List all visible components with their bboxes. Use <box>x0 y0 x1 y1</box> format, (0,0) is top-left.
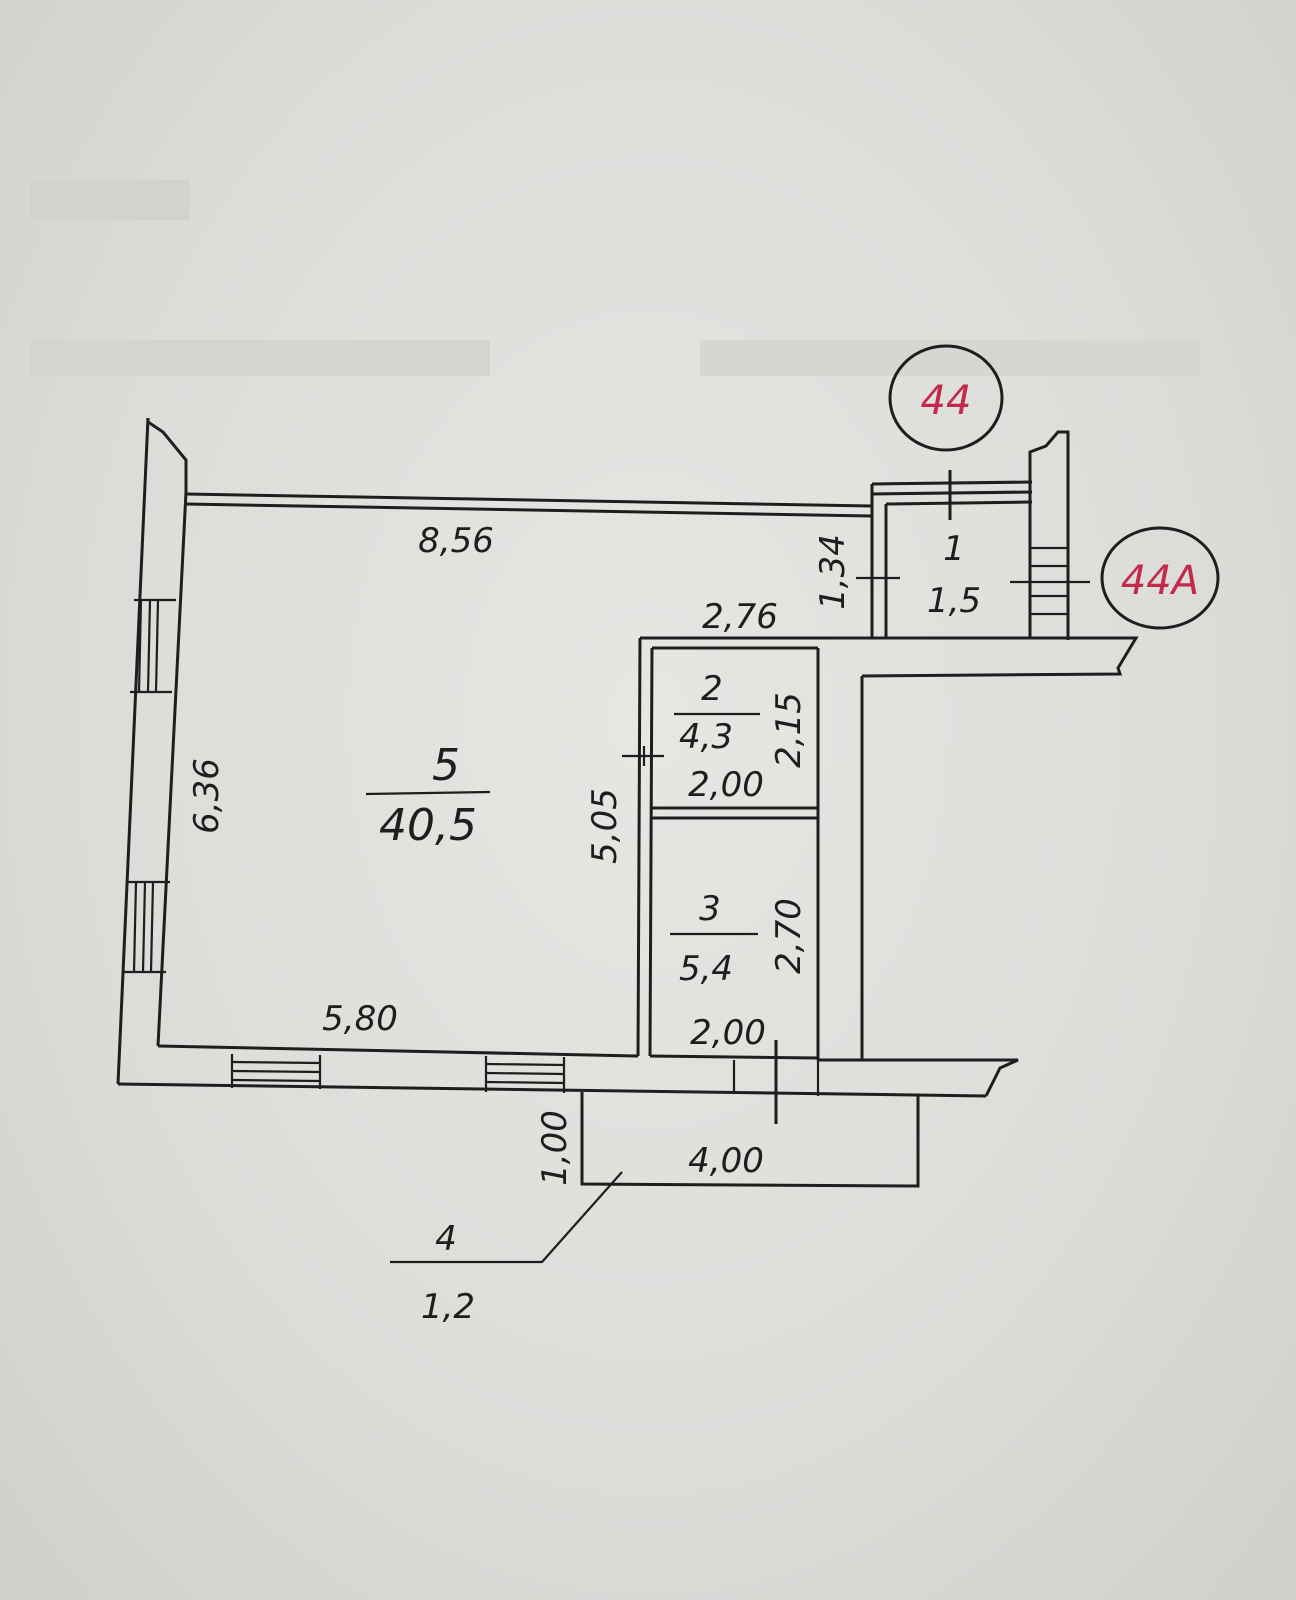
dim-corridor-top: 2,76 <box>702 597 778 637</box>
bottom-wall <box>117 1040 987 1124</box>
rooms-2-3-walls <box>622 636 1139 1097</box>
dim-room-1-height: 1,34 <box>813 534 853 610</box>
dim-balcony-depth: 1,00 <box>535 1110 575 1186</box>
dim-top-wall: 8,56 <box>418 521 494 561</box>
balcony-outline <box>390 1092 920 1264</box>
dim-left-wall: 6,36 <box>187 758 227 834</box>
room-5-area: 40,5 <box>379 800 477 851</box>
room-1-number: 1 <box>943 529 965 569</box>
top-wall <box>185 492 874 518</box>
marker-44-text: 44 <box>921 378 972 424</box>
bottom-window-left <box>230 1054 322 1089</box>
bleed-through-mark <box>30 180 190 220</box>
room-4-number: 4 <box>435 1219 457 1259</box>
room-1-walls <box>640 430 1090 640</box>
left-window-upper <box>130 598 176 694</box>
room-label-5: 5 40,5 <box>365 740 491 851</box>
room-2-number: 2 <box>701 669 723 709</box>
dim-room-3-height: 2,70 <box>769 898 809 974</box>
dim-room-2-height: 2,15 <box>769 692 809 768</box>
dim-balcony-width: 4,00 <box>688 1141 764 1181</box>
dim-corridor-left: 5,05 <box>585 788 625 864</box>
room-4-area: 1,2 <box>421 1287 475 1327</box>
marker-44: 44 <box>888 344 1004 452</box>
room-5-number: 5 <box>432 740 460 791</box>
marker-44a-text: 44A <box>1121 558 1199 604</box>
room-label-2: 2 4,3 <box>674 669 760 757</box>
dim-room-3-width: 2,00 <box>690 1013 766 1053</box>
bleed-through-mark <box>30 340 490 376</box>
room-3-area: 5,4 <box>679 949 733 989</box>
room-1-area: 1,5 <box>927 581 981 621</box>
room-label-3: 3 5,4 <box>670 889 758 989</box>
room-2-area: 4,3 <box>679 717 733 757</box>
dim-bottom-wall: 5,80 <box>322 999 398 1039</box>
left-outer-wall <box>116 417 188 1085</box>
bottom-window-right <box>484 1056 566 1093</box>
room-3-number: 3 <box>699 889 721 929</box>
balcony-door <box>732 1040 820 1124</box>
dim-room-2-width: 2,00 <box>688 765 764 805</box>
room-label-4: 4 1,2 <box>421 1219 475 1327</box>
room-label-1: 1 1,5 <box>927 529 981 621</box>
marker-44a: 44A <box>1100 526 1220 630</box>
left-window-lower <box>124 880 170 974</box>
